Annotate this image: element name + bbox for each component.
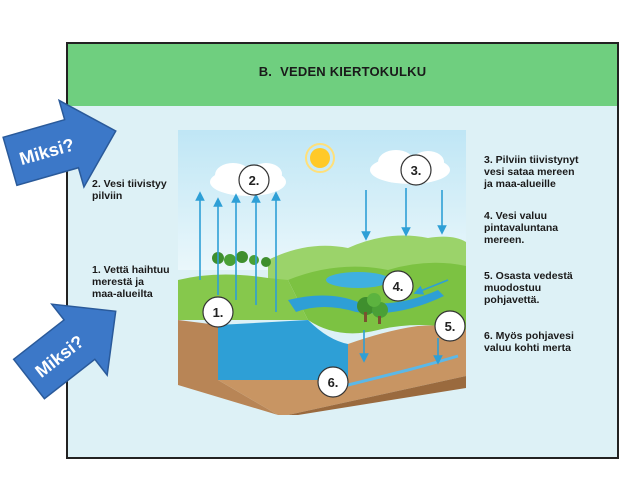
step-marker-3: 3. [400, 154, 432, 186]
soil-left [178, 320, 278, 415]
section-title: VEDEN KIERTOKULKU [280, 64, 427, 79]
precipitation-arrows [361, 188, 447, 241]
runoff-arrows [359, 279, 449, 365]
step-marker-5: 5. [434, 310, 466, 342]
svg-text:2.: 2. [249, 173, 260, 188]
svg-text:5.: 5. [445, 319, 456, 334]
groundwater-flow [327, 354, 459, 392]
trees-left [212, 251, 271, 267]
svg-text:4.: 4. [393, 279, 404, 294]
svg-text:6.: 6. [328, 375, 339, 390]
left-bank [178, 274, 308, 320]
water-cycle-illustration: 2. 3. 1. 4. 5. 6. [178, 130, 466, 415]
label-step-3: 3. Pilviin tiivistynyt vesi sataa mereen… [484, 154, 579, 190]
arrow-right-icon: Miksi? [2, 98, 117, 189]
label-step-2: 2. Vesi tiivistyy pilviin [92, 178, 167, 202]
section-letter: B. [258, 64, 273, 79]
label-step-4: 4. Vesi valuu pintavaluntana mereen. [484, 210, 559, 246]
step-marker-2: 2. [238, 164, 270, 196]
step-marker-1: 1. [202, 296, 234, 328]
lake [326, 272, 390, 288]
panel-header: B. VEDEN KIERTOKULKU [68, 44, 617, 106]
soil-right [218, 325, 466, 415]
trees-right [357, 293, 388, 324]
soil-bottom [288, 376, 466, 415]
step-marker-4: 4. [382, 270, 414, 302]
step-marker-6: 6. [317, 366, 349, 398]
river [288, 290, 444, 314]
panel-title: B. VEDEN KIERTOKULKU [68, 64, 617, 79]
arrow-right-icon: Miksi? [12, 303, 117, 400]
sun-icon [305, 143, 335, 173]
label-step-1: 1. Vettä haihtuu merestä ja maa-alueilta [92, 264, 170, 300]
svg-text:1.: 1. [213, 305, 224, 320]
label-step-6: 6. Myös pohjavesi valuu kohti merta [484, 330, 574, 354]
sea [218, 320, 348, 380]
label-step-5: 5. Osasta vedestä muodostuu pohjavettä. [484, 270, 573, 306]
evaporation-arrows [195, 191, 281, 312]
svg-text:3.: 3. [411, 163, 422, 178]
